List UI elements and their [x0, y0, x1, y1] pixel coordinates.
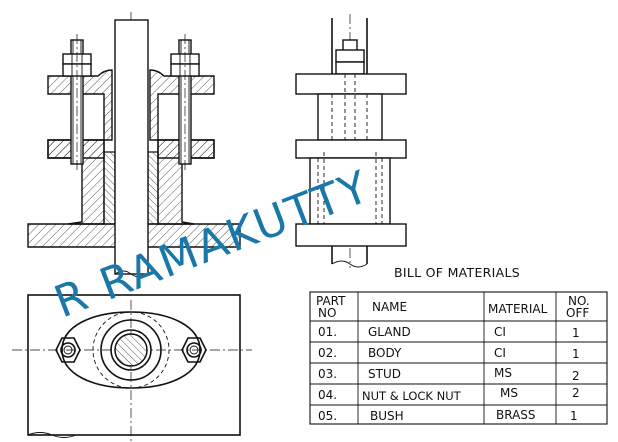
row-1-material: CI: [494, 325, 506, 339]
row-5-qty: 1: [570, 409, 578, 423]
header-qty-line2: OFF: [566, 306, 589, 320]
header-material: MATERIAL: [488, 302, 548, 316]
bom-title: BILL OF MATERIALS: [394, 265, 520, 280]
bom-table-border: [309, 291, 608, 425]
row-2-no: 02.: [318, 346, 337, 360]
side-gland-flange: [295, 73, 407, 95]
top-view: [12, 294, 252, 442]
bush-right: [147, 151, 159, 225]
row-1-name: GLAND: [368, 325, 411, 339]
row-5-no: 05.: [318, 409, 337, 423]
row-5-name: BUSH: [370, 409, 404, 423]
header-name: NAME: [372, 300, 407, 314]
top-base-outline: [27, 294, 241, 436]
header-part-no-line2: NO: [318, 306, 336, 320]
row-4-name: NUT & LOCK NUT: [362, 389, 462, 403]
front-sectional-view: [27, 12, 241, 278]
gland-oval-flange: [61, 311, 201, 389]
shaft-break-line: [114, 270, 149, 278]
row-4-no: 04.: [318, 388, 337, 402]
row-2-name: BODY: [368, 346, 402, 360]
row-2-qty: 1: [572, 347, 580, 361]
side-body-flange: [295, 139, 407, 159]
shaft: [114, 19, 149, 275]
header-qty-line1: NO.: [568, 294, 590, 308]
right-hex-nut: [181, 337, 207, 363]
bill-of-materials: BILL OF MATERIALS PART NO NAME MATERIAL …: [309, 265, 608, 425]
side-body: [309, 157, 391, 225]
row-1-qty: 1: [572, 326, 580, 340]
row-3-no: 03.: [318, 367, 337, 381]
gland-left: [47, 69, 113, 141]
side-view: [295, 14, 407, 268]
row-2-material: CI: [494, 346, 506, 360]
row-3-material: MS: [494, 366, 512, 380]
row-4-qty: 2: [572, 386, 580, 400]
side-gland-body: [317, 93, 383, 141]
gland-right: [149, 69, 215, 141]
row-3-qty: 2: [572, 369, 580, 383]
row-4-material: MS: [500, 386, 518, 400]
row-3-name: STUD: [368, 367, 401, 381]
bush-left: [103, 151, 116, 225]
row-5-material: BRASS: [496, 408, 536, 422]
header-part-no-line1: PART: [316, 294, 346, 308]
left-hex-nut: [55, 337, 81, 363]
row-1-no: 01.: [318, 325, 337, 339]
